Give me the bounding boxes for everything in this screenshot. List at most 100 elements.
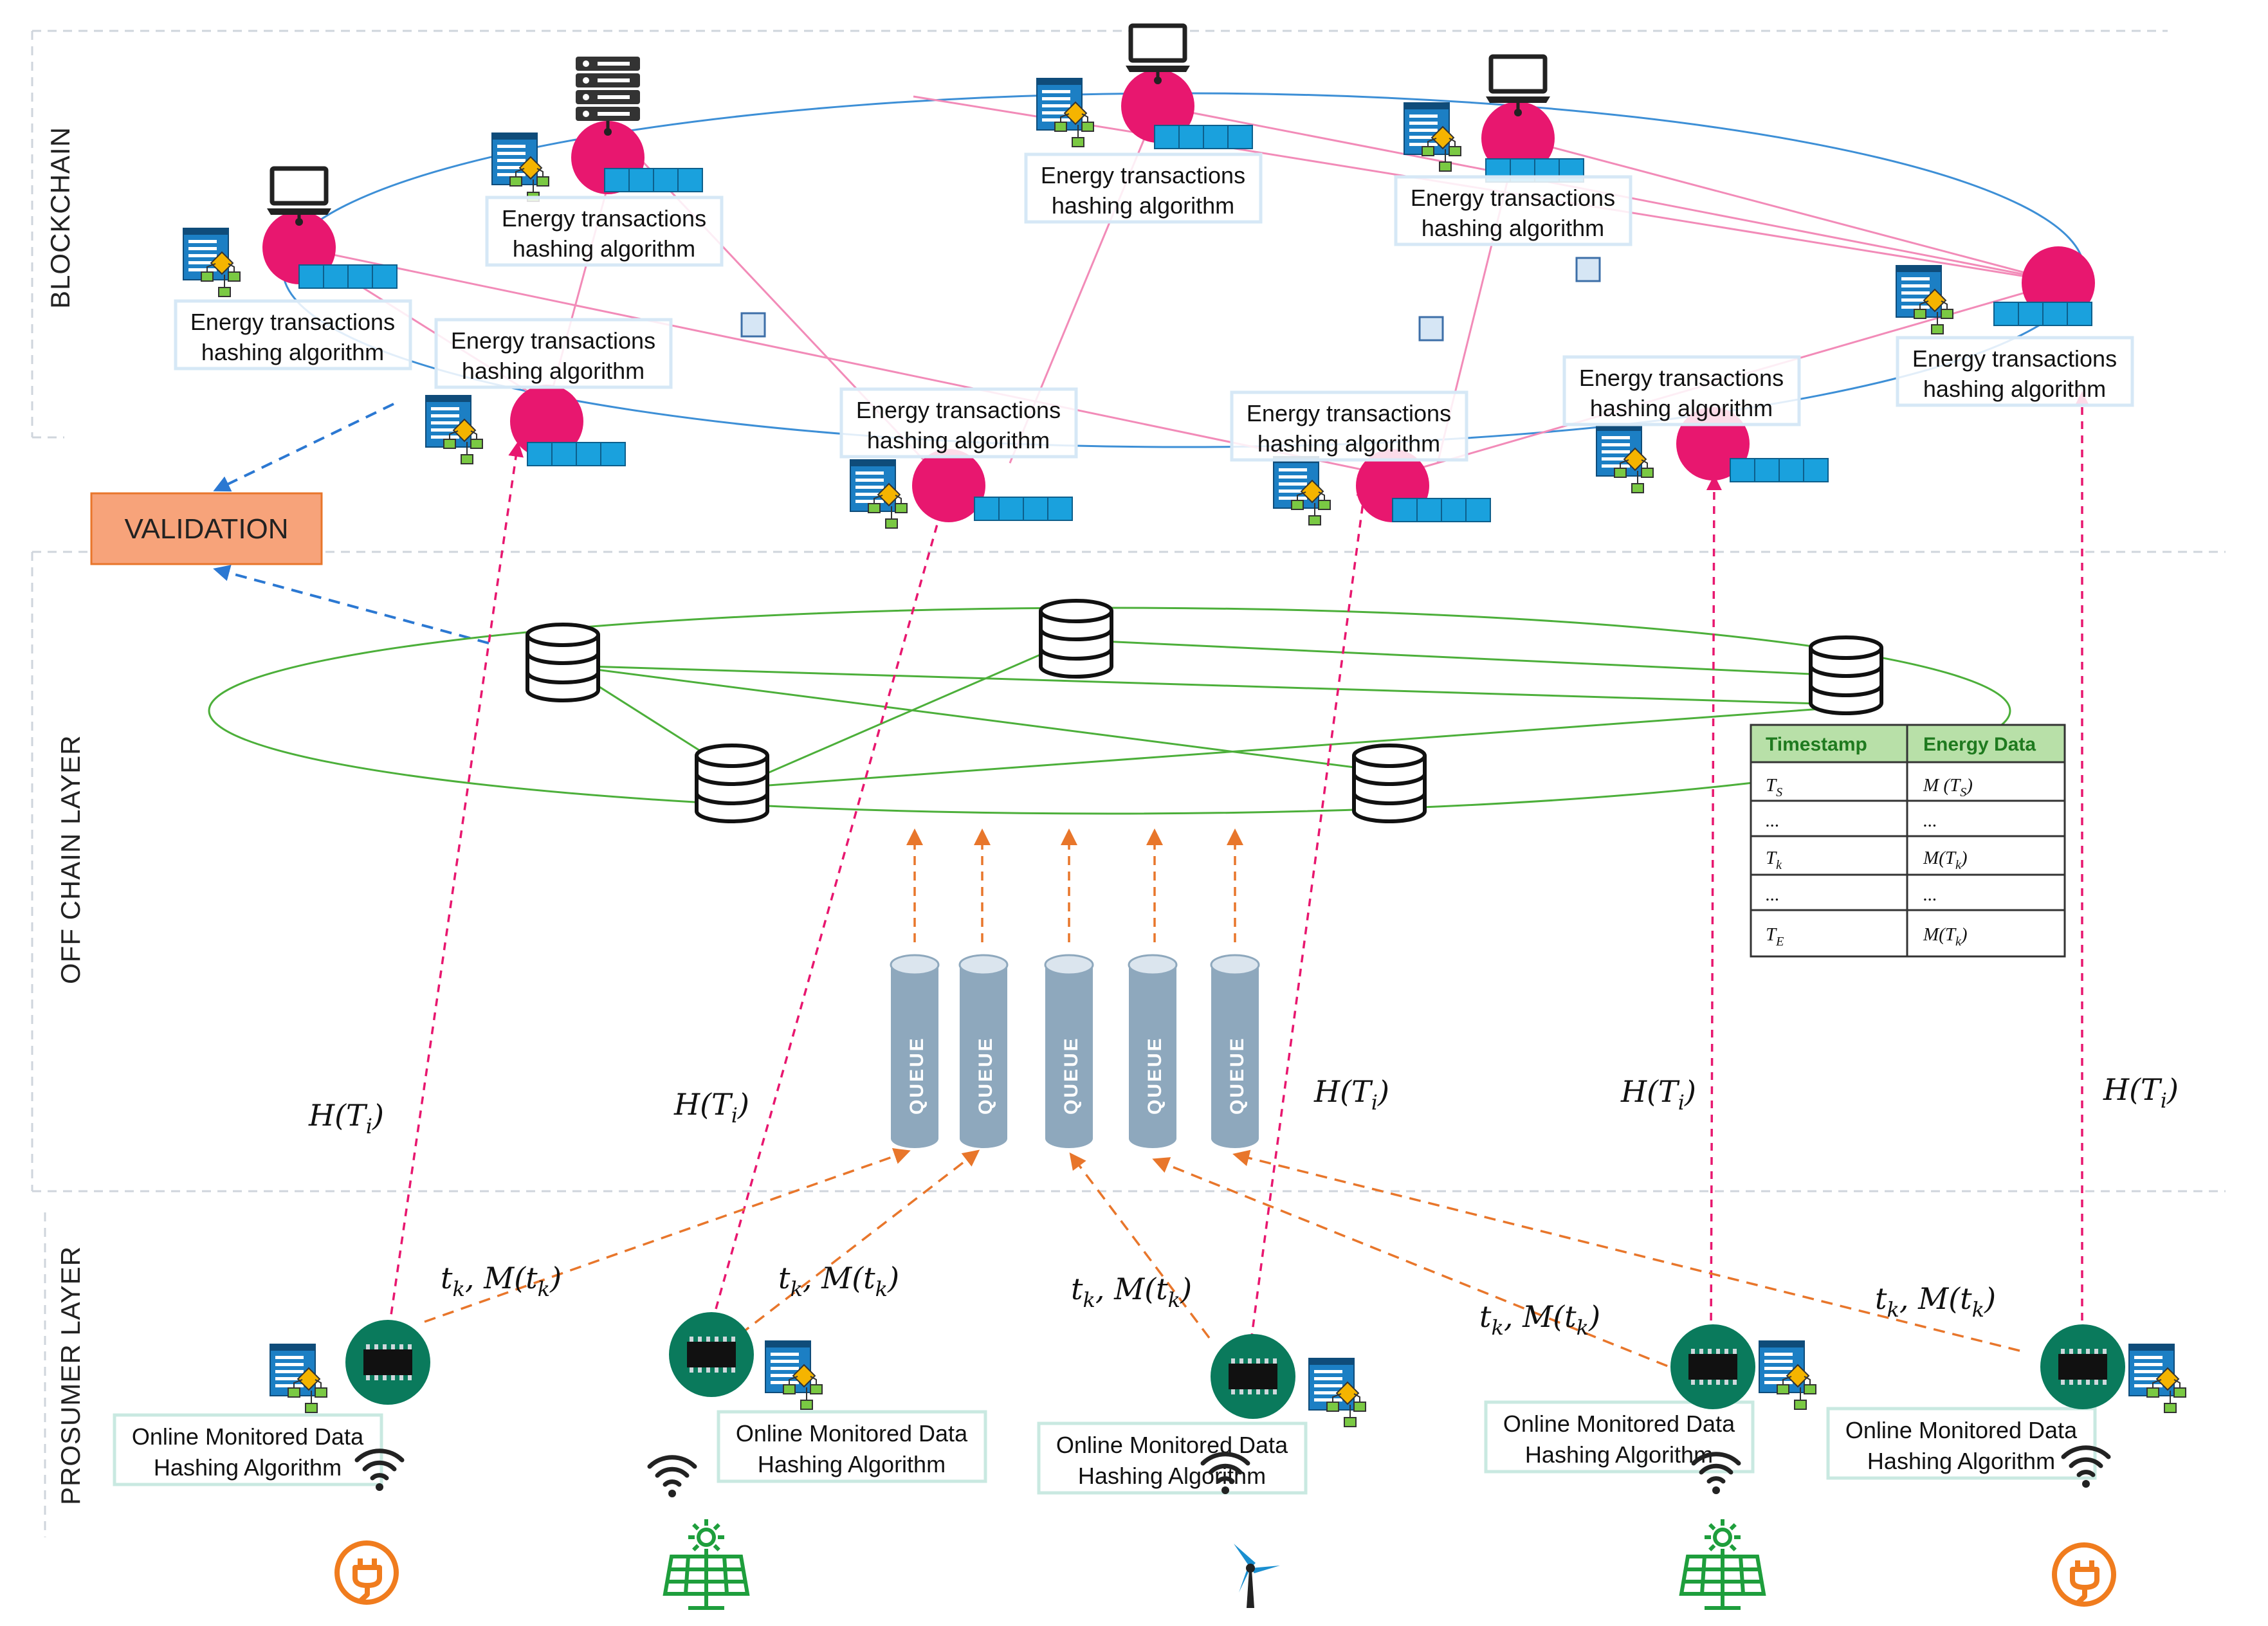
- block-chain-icon: [298, 264, 398, 289]
- solar-panel-icon: [1679, 1519, 1766, 1610]
- prosumer-label-line1: Online Monitored Data: [1056, 1432, 1288, 1458]
- validation-label: VALIDATION: [124, 513, 288, 545]
- layer-label-prosumer: PROSUMER LAYER: [55, 1246, 86, 1505]
- table-cell-energy: ...: [1923, 884, 1937, 905]
- node-label-line1: Energy transactions: [1247, 400, 1451, 426]
- prosumer-label-box: [1484, 1400, 1755, 1474]
- table-cell-timestamp: Tk: [1766, 848, 1782, 872]
- solar-panel-icon: [663, 1519, 750, 1610]
- prosumer-label-line1: Online Monitored Data: [1845, 1417, 2078, 1443]
- hash-arrows: [388, 391, 2090, 1342]
- node-label-box: [174, 299, 412, 370]
- node-label-line2: hashing algorithm: [1257, 430, 1440, 457]
- blockchain-node: Energy transactions hashing algorithm: [1230, 390, 1491, 525]
- node-circle: [1121, 69, 1194, 143]
- laptop-icon: [267, 166, 331, 215]
- laptop-icon: [1486, 54, 1550, 103]
- hash-algorithm-icon: [1308, 1358, 1366, 1427]
- prosumer-label-line1: Online Monitored Data: [132, 1423, 364, 1450]
- node-label-line1: Energy transactions: [1912, 345, 2117, 372]
- ev-plug-icon: [334, 1540, 399, 1605]
- table-cell-timestamp: ...: [1766, 884, 1780, 905]
- node-label-line1: Energy transactions: [190, 309, 395, 335]
- server-icon: [576, 57, 640, 121]
- floating-blocks: [740, 257, 1601, 342]
- wifi-icon: [647, 1455, 697, 1497]
- block-chain-icon: [1993, 302, 2092, 326]
- node-label-box: [839, 387, 1078, 459]
- hash-algorithm-icon: [1404, 102, 1461, 172]
- node-label-line2: hashing algorithm: [1590, 395, 1773, 421]
- node-label-line2: hashing algorithm: [1422, 215, 1604, 241]
- node-label-box: [1024, 152, 1263, 224]
- database-icon: [1039, 599, 1113, 679]
- layer-separators: [31, 30, 2226, 1537]
- node-label-box: [1394, 175, 1632, 246]
- hash-algorithm-icon: [491, 132, 549, 202]
- node-label-line1: Energy transactions: [1579, 365, 1784, 391]
- prosumer-label-line2: Hashing Algorithm: [1525, 1441, 1713, 1468]
- node-label-line1: Energy transactions: [856, 397, 1061, 423]
- node-label-line1: Energy transactions: [1041, 162, 1245, 188]
- message-label: tk, M(tk): [441, 1261, 562, 1301]
- table-cell-timestamp: TE: [1766, 924, 1784, 949]
- queue-5: QUEUE: [1210, 954, 1260, 1148]
- table-cell-timestamp: ...: [1766, 810, 1780, 831]
- ev-plug-icon: [2052, 1542, 2116, 1607]
- wind-turbine-icon: [1234, 1544, 1280, 1608]
- block-chain-icon: [1392, 498, 1491, 522]
- prosumer-label-line2: Hashing Algorithm: [1867, 1448, 2055, 1474]
- node-label-line2: hashing algorithm: [513, 235, 695, 262]
- prosumer-label-line2: Hashing Algorithm: [758, 1451, 946, 1477]
- table-cell-energy: M(Tk): [1923, 848, 1968, 872]
- laptop-icon: [1126, 23, 1190, 72]
- table-cell-energy: M (TS): [1923, 775, 1973, 799]
- blockchain-node: Energy transactions hashing algorithm: [1024, 23, 1263, 224]
- node-label-box: [1896, 336, 2134, 407]
- wifi-icon: [354, 1448, 405, 1491]
- wifi-icon: [2061, 1445, 2111, 1488]
- prosumer-label-line1: Online Monitored Data: [1503, 1411, 1735, 1437]
- hash-label: H(Ti): [308, 1098, 384, 1138]
- offchain-mesh: [565, 639, 1840, 789]
- node-label-box: [485, 196, 724, 267]
- smart-meter-chip-icon: [1670, 1324, 1755, 1409]
- message-label: tk, M(tk): [1071, 1272, 1192, 1312]
- hash-label: H(Ti): [673, 1087, 749, 1128]
- table-cell-energy: ...: [1923, 810, 1937, 831]
- hash-label: H(Ti): [2103, 1072, 2179, 1113]
- svg-text:QUEUE: QUEUE: [975, 1036, 996, 1115]
- node-label-line2: hashing algorithm: [462, 358, 645, 384]
- block-chain-icon: [527, 442, 626, 466]
- node-label-line1: Energy transactions: [502, 205, 706, 232]
- block-chain-icon: [974, 497, 1073, 521]
- message-label: tk, M(tk): [778, 1261, 899, 1301]
- offchain-databases: [526, 599, 1883, 823]
- svg-text:QUEUE: QUEUE: [906, 1036, 928, 1115]
- node-circle: [2022, 246, 2095, 320]
- prosumer-label-box: [1037, 1421, 1308, 1495]
- node-circle: [912, 449, 985, 522]
- node-circle: [1481, 102, 1555, 175]
- queue-2: QUEUE: [958, 954, 1009, 1148]
- data-arrows: [424, 1148, 2020, 1375]
- validation-arrow-from-offchain: [213, 565, 489, 644]
- hash-algorithm-icon: [765, 1340, 823, 1410]
- database-icon: [526, 623, 600, 702]
- queue-3: QUEUE: [1044, 954, 1094, 1148]
- table-header-timestamp: Timestamp: [1766, 734, 1867, 755]
- hash-label: H(Ti): [1313, 1074, 1389, 1115]
- node-label-line2: hashing algorithm: [1052, 192, 1234, 219]
- hash-algorithm-icon: [2128, 1344, 2186, 1413]
- svg-text:QUEUE: QUEUE: [1061, 1036, 1082, 1115]
- layer-label-blockchain: BLOCKCHAIN: [45, 127, 75, 309]
- validation-box: [90, 492, 323, 565]
